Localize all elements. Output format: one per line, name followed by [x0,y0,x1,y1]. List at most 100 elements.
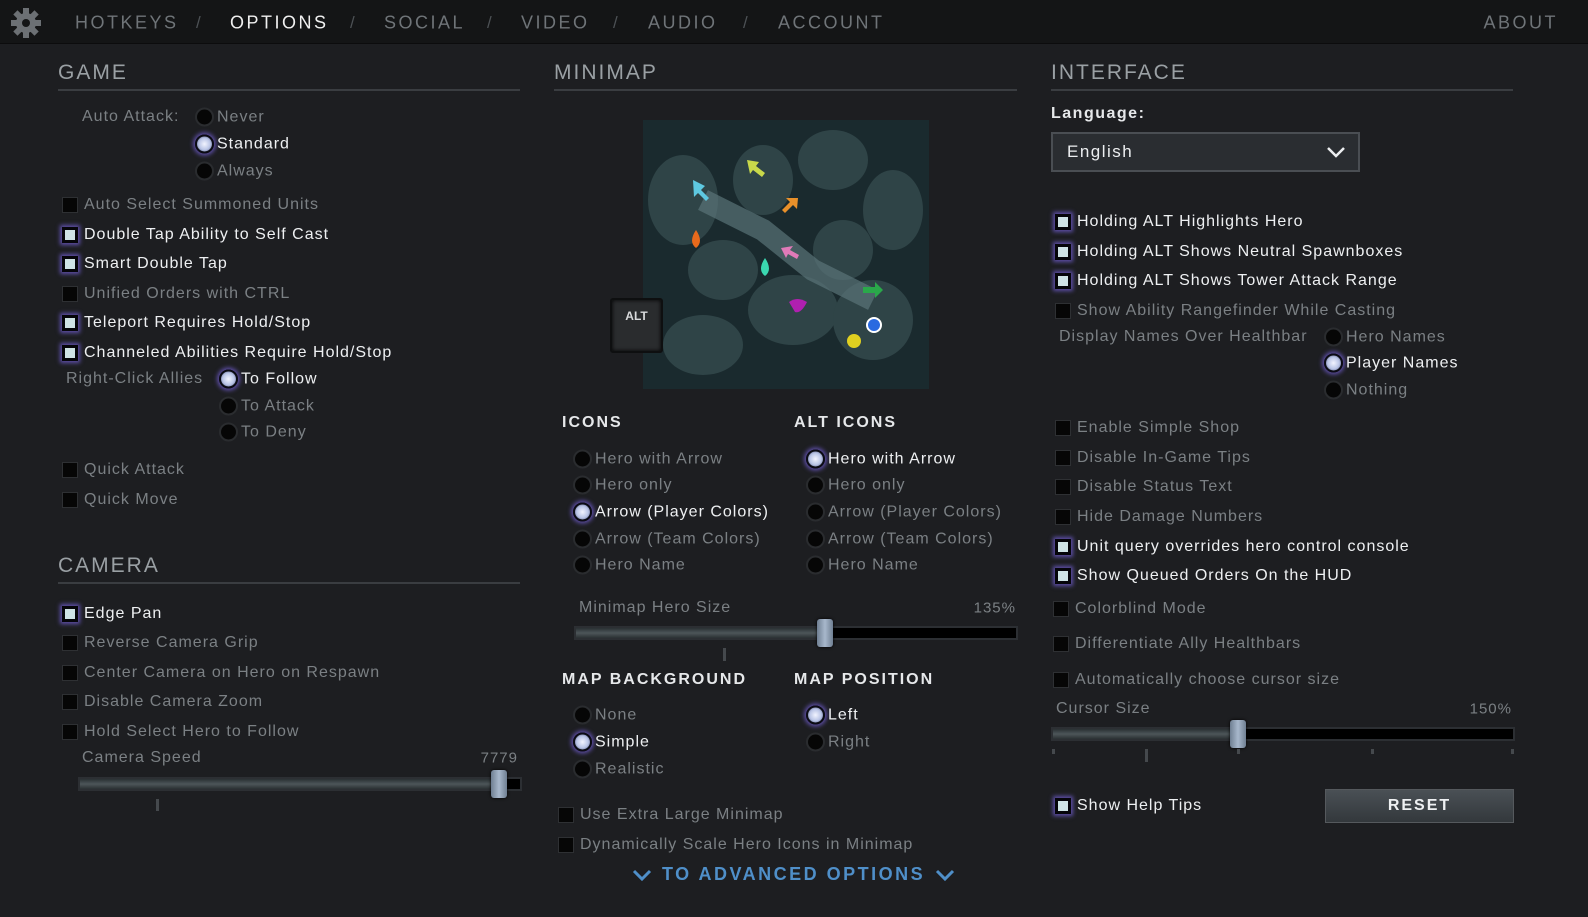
nav-separator: / [487,13,492,32]
checkbox-disable-camera-zoom[interactable]: Disable Camera Zoom [62,693,263,711]
section-title-interface: INTERFACE [1051,61,1187,84]
radio-alt-icons-hero-with-arrow[interactable]: Hero with Arrow [806,449,956,469]
language-dropdown[interactable]: English [1051,132,1360,172]
slider-tick [1371,749,1374,754]
radio-right-click-attack[interactable]: To Attack [219,396,315,416]
tab-about[interactable]: ABOUT [1483,12,1558,33]
radio-auto-attack-never[interactable]: Never [195,107,265,127]
radio-right-click-deny[interactable]: To Deny [219,422,307,442]
camera-speed-label: Camera Speed [82,749,202,766]
checkbox-extra-large-minimap[interactable]: Use Extra Large Minimap [558,806,784,824]
radio-alt-icons-arrow-team-colors[interactable]: Arrow (Team Colors) [806,529,994,549]
map-position-title: MAP POSITION [794,671,935,688]
slider-handle[interactable] [817,619,833,647]
slider-tick [723,648,726,661]
radio-position-left[interactable]: Left [806,705,859,725]
minimap-preview [643,120,929,389]
reset-button[interactable]: RESET [1325,789,1514,823]
icons-title: ICONS [562,414,623,431]
right-click-allies-label: Right-Click Allies [66,370,204,387]
slider-handle[interactable] [1230,720,1246,748]
advanced-options-link[interactable]: TO ADVANCED OPTIONS [632,864,955,885]
radio-icons-hero-with-arrow[interactable]: Hero with Arrow [573,449,723,469]
checkbox-hide-damage-numbers[interactable]: Hide Damage Numbers [1055,508,1263,526]
tab-audio[interactable]: AUDIO [648,12,718,33]
divider [58,582,520,584]
divider [58,89,520,91]
auto-attack-label: Auto Attack: [82,108,180,125]
checkbox-disable-status-text[interactable]: Disable Status Text [1055,478,1233,496]
radio-auto-attack-always[interactable]: Always [195,161,274,181]
checkbox-differentiate-ally-healthbars[interactable]: Differentiate Ally Healthbars [1053,635,1301,653]
tab-account[interactable]: ACCOUNT [778,12,885,33]
checkbox-quick-attack[interactable]: Quick Attack [62,461,185,479]
radio-icons-hero-name[interactable]: Hero Name [573,555,686,575]
radio-icons-arrow-player-colors[interactable]: Arrow (Player Colors) [573,502,769,522]
chevron-down-icon [1327,147,1345,158]
checkbox-alt-highlights-hero[interactable]: Holding ALT Highlights Hero [1055,213,1304,231]
cursor-size-slider[interactable] [1051,720,1515,748]
radio-background-simple[interactable]: Simple [573,732,650,752]
radio-icons-hero-only[interactable]: Hero only [573,475,672,495]
checkbox-disable-tips[interactable]: Disable In-Game Tips [1055,449,1251,467]
cursor-size-label: Cursor Size [1056,700,1151,717]
radio-position-right[interactable]: Right [806,732,870,752]
radio-background-none[interactable]: None [573,705,637,725]
nav-separator: / [743,13,748,32]
radio-alt-icons-hero-only[interactable]: Hero only [806,475,905,495]
display-names-label: Display Names Over Healthbar [1059,328,1308,345]
slider-tick [1237,749,1240,754]
radio-auto-attack-standard[interactable]: Standard [195,134,290,154]
section-title-game: GAME [58,61,128,84]
checkbox-teleport-hold-stop[interactable]: Teleport Requires Hold/Stop [62,314,311,332]
alt-icons-title: ALT ICONS [794,414,898,431]
tab-video[interactable]: VIDEO [521,12,590,33]
radio-alt-icons-hero-name[interactable]: Hero Name [806,555,919,575]
language-label: Language: [1051,105,1146,122]
tab-social[interactable]: SOCIAL [384,12,466,33]
checkbox-show-queued-orders[interactable]: Show Queued Orders On the HUD [1055,567,1352,585]
checkbox-unified-orders[interactable]: Unified Orders with CTRL [62,285,290,303]
radio-names-player[interactable]: Player Names [1324,353,1458,373]
checkbox-quick-move[interactable]: Quick Move [62,491,178,509]
checkbox-simple-shop[interactable]: Enable Simple Shop [1055,419,1240,437]
checkbox-channeled-hold-stop[interactable]: Channeled Abilities Require Hold/Stop [62,344,392,362]
gear-icon[interactable] [10,7,42,39]
checkbox-hold-select-hero-follow[interactable]: Hold Select Hero to Follow [62,723,299,741]
radio-right-click-follow[interactable]: To Follow [219,369,318,389]
slider-tick [156,799,159,811]
checkbox-double-tap-self-cast[interactable]: Double Tap Ability to Self Cast [62,226,329,244]
checkbox-reverse-camera-grip[interactable]: Reverse Camera Grip [62,634,259,652]
radio-icons-arrow-team-colors[interactable]: Arrow (Team Colors) [573,529,761,549]
divider [1051,89,1513,91]
radio-names-hero[interactable]: Hero Names [1324,327,1446,347]
minimap-hero-size-slider[interactable] [574,619,1018,647]
radio-names-nothing[interactable]: Nothing [1324,380,1408,400]
checkbox-colorblind-mode[interactable]: Colorblind Mode [1053,600,1207,618]
chevron-down-icon [936,869,955,881]
slider-tick [1511,749,1514,754]
checkbox-alt-neutral-spawnboxes[interactable]: Holding ALT Shows Neutral Spawnboxes [1055,243,1403,261]
nav-separator: / [350,13,355,32]
checkbox-auto-cursor-size[interactable]: Automatically choose cursor size [1053,671,1340,689]
checkbox-auto-select-summoned[interactable]: Auto Select Summoned Units [62,196,319,214]
map-background-title: MAP BACKGROUND [562,671,748,688]
checkbox-show-help-tips[interactable]: Show Help Tips [1055,797,1202,815]
checkbox-center-camera-respawn[interactable]: Center Camera on Hero on Respawn [62,664,380,682]
checkbox-unit-query-overrides[interactable]: Unit query overrides hero control consol… [1055,538,1410,556]
checkbox-smart-double-tap[interactable]: Smart Double Tap [62,255,228,273]
camera-speed-slider[interactable] [78,770,522,798]
alt-button[interactable]: ALT [610,298,663,353]
hero-arrow-icons [692,160,883,348]
tab-options[interactable]: OPTIONS [230,12,329,33]
camera-speed-value: 7779 [480,749,518,767]
radio-alt-icons-arrow-player-colors[interactable]: Arrow (Player Colors) [806,502,1002,522]
slider-handle[interactable] [491,770,507,798]
tab-hotkeys[interactable]: HOTKEYS [75,12,179,33]
checkbox-alt-tower-range[interactable]: Holding ALT Shows Tower Attack Range [1055,272,1398,290]
checkbox-scale-hero-icons[interactable]: Dynamically Scale Hero Icons in Minimap [558,836,913,854]
slider-tick [1145,749,1148,762]
checkbox-edge-pan[interactable]: Edge Pan [62,605,162,623]
checkbox-ability-rangefinder[interactable]: Show Ability Rangefinder While Casting [1055,302,1396,320]
radio-background-realistic[interactable]: Realistic [573,759,664,779]
